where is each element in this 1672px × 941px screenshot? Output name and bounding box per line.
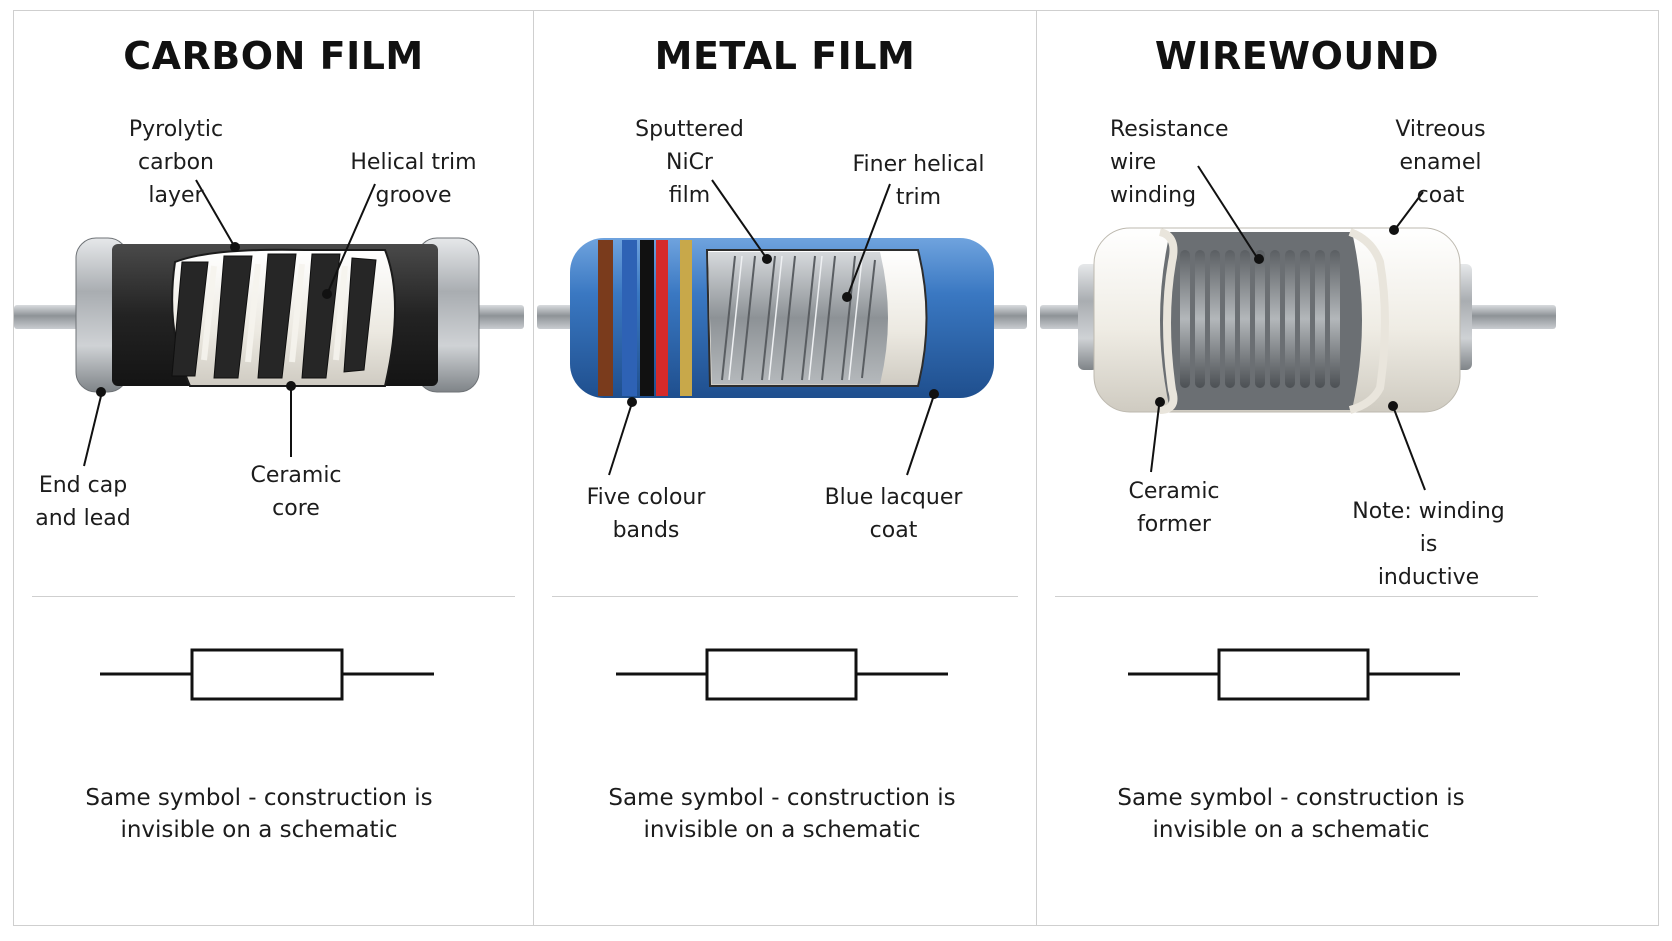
- label-end-cap-and-lead: End cap and lead: [35, 473, 131, 531]
- metal-film-resistor-cutaway: [537, 238, 1027, 398]
- carbon-film-resistor-cutaway: [14, 237, 524, 393]
- panel-title: WIREWOUND: [1154, 34, 1440, 78]
- label-blue-lacquer-coat: Blue lacquer coat: [824, 485, 963, 543]
- band-1: [598, 240, 613, 396]
- label-finer-helical-trim: Finer helical trim: [852, 152, 985, 210]
- panel-carbon-film: CARBON FILM: [14, 10, 533, 926]
- wirewound-resistor-cutaway: [1040, 227, 1556, 414]
- panel-title: METAL FILM: [654, 34, 916, 78]
- band-5: [680, 240, 692, 396]
- resistor-schematic-symbol-icon: [1128, 648, 1460, 701]
- label-note-winding-inductive: Note: winding is inductive: [1352, 499, 1505, 590]
- panel-title: CARBON FILM: [123, 34, 424, 78]
- caption-metal-film: Same symbol - construction is invisible …: [608, 785, 956, 843]
- caption-carbon-film: Same symbol - construction is invisible …: [85, 785, 433, 843]
- label-resistance-wire-winding: Resistance wire winding: [1110, 117, 1229, 208]
- resistor-schematic-symbol-icon: [100, 648, 434, 701]
- label-vitreous-enamel-coat: Vitreous enamel coat: [1395, 117, 1486, 208]
- outer-border: [13, 10, 1659, 926]
- band-3: [640, 240, 654, 396]
- label-sputtered-nicr-film: Sputtered NiCr film: [635, 117, 744, 208]
- label-ceramic-former: Ceramic former: [1128, 479, 1220, 537]
- wire-coil: [1180, 250, 1340, 388]
- panel-wirewound: WIREWOUND: [1037, 10, 1557, 926]
- label-five-colour-bands: Five colour bands: [586, 485, 706, 543]
- label-helical-trim-groove: Helical trim groove: [350, 150, 477, 208]
- resistor-schematic-symbol-icon: [616, 648, 948, 701]
- panel-metal-film: METAL FILM: [534, 10, 1036, 926]
- caption-wirewound: Same symbol - construction is invisible …: [1117, 785, 1465, 843]
- leader-lines: [83, 165, 1426, 491]
- label-ceramic-core: Ceramic core: [250, 463, 342, 521]
- band-2: [622, 240, 637, 396]
- label-pyrolytic-carbon-layer: Pyrolytic carbon layer: [128, 117, 224, 208]
- band-4: [656, 240, 668, 396]
